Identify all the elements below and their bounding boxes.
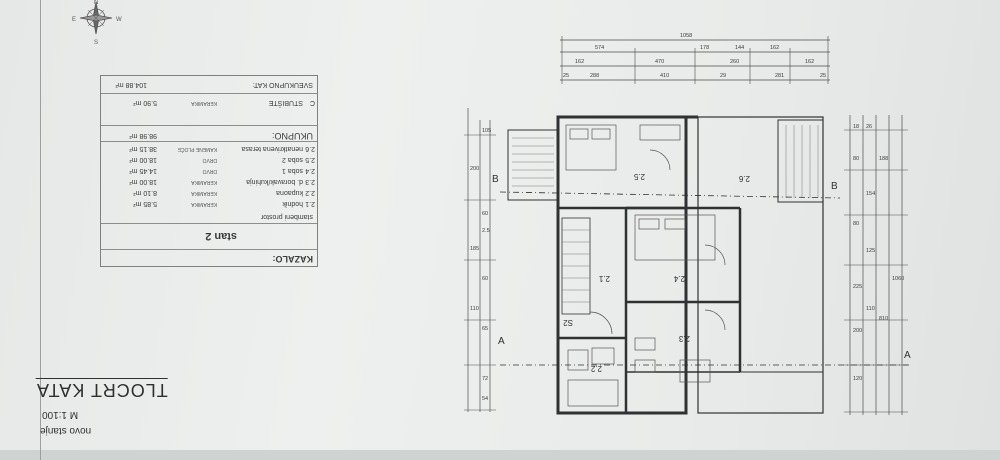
section-mark-b: B: [831, 181, 838, 192]
room-label: 2.5: [633, 172, 645, 181]
dim-text: 18: [853, 124, 859, 130]
dim-text: 162: [575, 59, 584, 65]
dim-text: 1060: [892, 276, 904, 282]
legend-section: stambeni prostor: [260, 213, 313, 220]
compass-east: E: [72, 17, 76, 23]
dim-text: 281: [775, 73, 784, 79]
dim-text: 144: [735, 45, 744, 51]
legend-total-label: SVEUKUPNO KAT:: [252, 81, 313, 88]
dim-text: 260: [730, 59, 739, 65]
dim-text: 80: [853, 221, 859, 227]
drawing-state: novo stanje: [40, 425, 92, 436]
legend-total-value: 104.88 m²: [115, 81, 147, 88]
dim-text: 810: [879, 316, 888, 322]
section-mark-a: A: [498, 336, 505, 347]
room-label: 2.2: [590, 364, 602, 373]
dim-text: 470: [655, 59, 664, 65]
dim-text: 25: [820, 73, 826, 79]
floor-plan: 2.5 2.6 2.4 2.1 2.3 2.2 S2 A A B B 1058 …: [464, 33, 911, 415]
room-label: 2.3: [678, 334, 690, 343]
compass-west: W: [116, 17, 122, 23]
sheet-border: [40, 0, 1000, 460]
dim-text: 110: [866, 306, 875, 312]
dim-text: 154: [866, 191, 875, 197]
compass-rose-icon: E W S N: [72, 0, 122, 46]
legend-ukupno-value: 98.98 m²: [129, 132, 157, 139]
room-label: 2.1: [598, 274, 610, 283]
legend-unit: stan 2: [205, 230, 237, 242]
dim-text: 29: [720, 73, 726, 79]
room-label: 2.4: [673, 274, 685, 283]
dim-text: 2.5: [482, 228, 490, 234]
dim-text: 1058: [680, 33, 692, 39]
dim-text: 26: [866, 124, 872, 130]
dim-text: 60: [482, 211, 488, 217]
dim-text: 200: [470, 166, 479, 172]
dim-text: 162: [770, 45, 779, 51]
dim-text: 288: [590, 73, 599, 79]
dim-text: 54: [482, 396, 488, 402]
dim-text: 162: [805, 59, 814, 65]
dim-text: 125: [866, 248, 875, 254]
section-mark-a: A: [904, 350, 911, 361]
dim-text: 574: [595, 45, 604, 51]
dim-text: 72: [482, 376, 488, 382]
dim-text: 120: [853, 376, 862, 382]
drawing-sheet: [0, 0, 1000, 450]
dim-text: 410: [660, 73, 669, 79]
legend-ukupno-label: UKUPNO:: [271, 131, 313, 141]
drawing-scale: M 1:100: [42, 409, 79, 420]
dim-text: 60: [482, 276, 488, 282]
compass-north: N: [94, 0, 98, 6]
dim-text: 225: [853, 284, 862, 290]
room-label: 2.6: [738, 174, 750, 183]
dim-text: 200: [853, 328, 862, 334]
legend-kazalo: KAZALO:: [272, 254, 314, 264]
dim-text: 188: [879, 156, 888, 162]
section-mark-b: B: [492, 174, 499, 185]
room-label: S2: [563, 318, 573, 327]
dim-text: 25: [563, 73, 569, 79]
drawing-title: TLOCRT KATA: [36, 378, 168, 400]
dim-text: 65: [482, 326, 488, 332]
dim-text: 110: [470, 306, 479, 312]
dim-text: 185: [470, 246, 479, 252]
dim-text: 105: [482, 128, 491, 134]
dim-text: 178: [700, 45, 709, 51]
compass-south: S: [94, 40, 98, 46]
dim-text: 80: [853, 156, 859, 162]
